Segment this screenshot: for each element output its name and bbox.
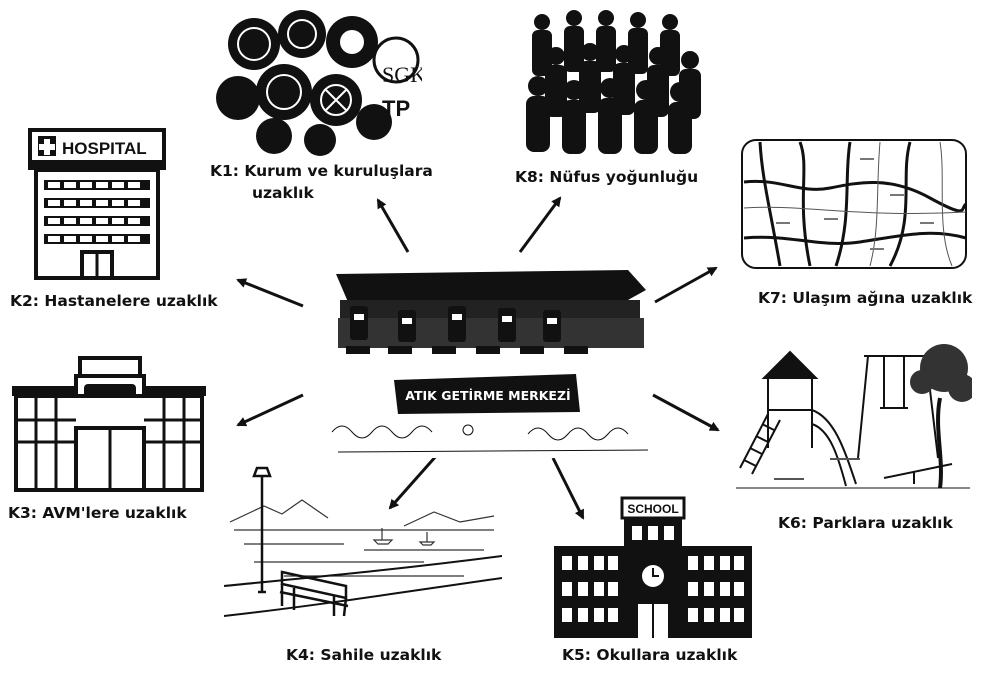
criterion-k1-line1: K1: Kurum ve kuruluşlara bbox=[210, 162, 433, 180]
mall-image: MALL bbox=[10, 354, 208, 492]
criterion-k4-label: K4: Sahile uzaklık bbox=[286, 646, 442, 664]
arrow-k8 bbox=[518, 196, 562, 253]
tp-logo-text: TP bbox=[382, 96, 410, 121]
arrow-k4 bbox=[388, 454, 439, 510]
hospital-sign-text: HOSPITAL bbox=[62, 139, 147, 158]
arrow-k2 bbox=[236, 278, 304, 308]
arrow-k3 bbox=[236, 393, 304, 427]
crowd-image bbox=[520, 6, 704, 156]
criterion-k1-line2: uzaklık bbox=[252, 184, 314, 202]
arrow-k6 bbox=[652, 393, 720, 432]
road-network-map-image bbox=[740, 138, 968, 270]
criterion-k7-label: K7: Ulaşım ağına uzaklık bbox=[758, 289, 973, 307]
criterion-k6-label: K6: Parklara uzaklık bbox=[778, 514, 953, 532]
hospital-image: HOSPITAL bbox=[26, 128, 168, 280]
arrow-k1 bbox=[376, 198, 410, 253]
criterion-k3-label: K3: AVM'lere uzaklık bbox=[8, 504, 187, 522]
criterion-k8-label: K8: Nüfus yoğunluğu bbox=[515, 168, 699, 186]
arrow-k7 bbox=[654, 266, 718, 304]
criterion-k2-label: K2: Hastanelere uzaklık bbox=[10, 292, 218, 310]
criterion-k1-label: K1: Kurum ve kuruluşlara uzaklık bbox=[210, 160, 433, 204]
institution-logos-image: SGK TP bbox=[214, 4, 422, 156]
school-sign-text: SCHOOL bbox=[627, 502, 678, 516]
school-image: SCHOOL bbox=[552, 496, 754, 640]
center-sign-text: ATIK GETİRME MERKEZİ bbox=[405, 388, 570, 403]
waste-collection-center-image: ATIK GETİRME MERKEZİ bbox=[328, 262, 652, 458]
seaside-image bbox=[224, 466, 502, 638]
playground-image bbox=[734, 338, 972, 498]
arrow-k5 bbox=[551, 457, 585, 520]
criterion-k5-label: K5: Okullara uzaklık bbox=[562, 646, 738, 664]
sgk-logo-text: SGK bbox=[382, 62, 422, 87]
